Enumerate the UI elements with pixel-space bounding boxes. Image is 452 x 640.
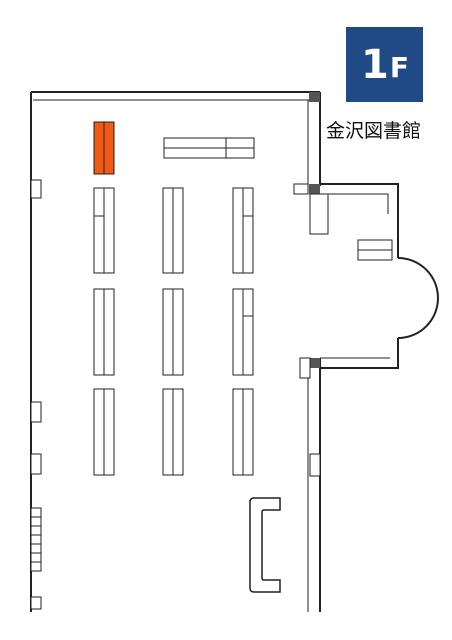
right-fixture — [293, 183, 309, 195]
floor-letter: F — [389, 51, 409, 84]
corner-annex-top — [309, 184, 320, 194]
highlighted-shelf-right — [103, 121, 115, 175]
right-fixture — [309, 453, 321, 477]
left-fixture — [30, 543, 42, 554]
library-name: 金沢図書館 — [326, 120, 422, 142]
annex-shelf — [357, 239, 393, 261]
bookshelves — [93, 187, 254, 476]
annex-top-wall — [320, 183, 399, 258]
right-fixture — [299, 357, 311, 379]
bay-window — [397, 257, 439, 339]
annex-bottom-wall — [320, 338, 399, 369]
left-fixture — [30, 552, 42, 563]
left-fixture — [30, 507, 42, 518]
right-fixture — [309, 193, 329, 235]
highlighted-shelf — [93, 121, 115, 175]
corner-annex-bottom — [309, 358, 320, 368]
left-fixture — [30, 596, 42, 610]
corner-top-right — [309, 92, 320, 102]
left-fixture — [30, 401, 42, 423]
left-fixture — [30, 179, 42, 199]
left-fixture — [30, 516, 42, 527]
wall-fixtures — [30, 179, 329, 610]
top-table — [163, 137, 255, 159]
left-fixture — [30, 534, 42, 545]
left-fixture — [30, 525, 42, 536]
service-counter — [249, 497, 281, 593]
left-fixture — [30, 453, 42, 475]
highlighted-shelf-left — [93, 121, 105, 175]
wall-corners — [309, 92, 320, 368]
left-fixture — [30, 561, 42, 572]
floor-number: 1 — [361, 41, 389, 88]
